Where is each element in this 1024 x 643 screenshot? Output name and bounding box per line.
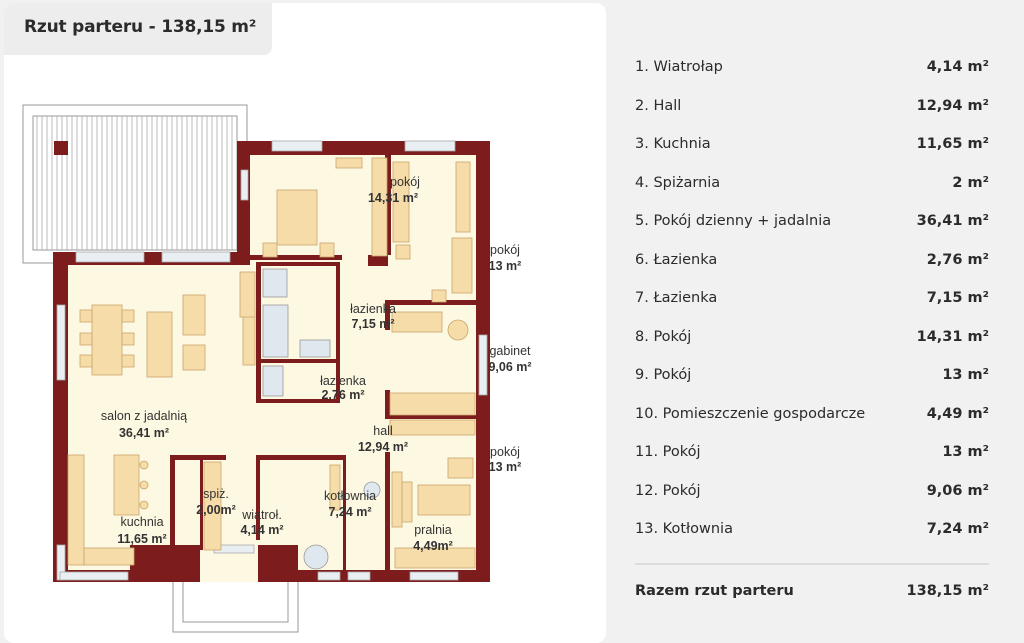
list-item: 1. Wiatrołap 4,14 m² — [635, 48, 989, 87]
list-item: 4. Spiżarnia 2 m² — [635, 164, 989, 203]
floor-plan-card: pokój 14,31 m² pokój 13 m² łazienka 7,15… — [4, 3, 606, 643]
room-name: gabinet — [489, 344, 531, 358]
room-value: 2,76 m² — [926, 251, 989, 268]
room-name: kuchnia — [120, 515, 163, 529]
room-label: 8. Pokój — [635, 328, 692, 345]
page-title: Rzut parteru - 138,15 m² — [24, 17, 257, 37]
room-name: pokój — [390, 175, 420, 189]
list-item: 12. Pokój 9,06 m² — [635, 472, 989, 511]
room-name: salon z jadalnią — [101, 409, 187, 423]
list-item: 11. Pokój 13 m² — [635, 433, 989, 472]
list-item: 7. Łazienka 7,15 m² — [635, 279, 989, 318]
room-value: 4,14 m² — [926, 59, 989, 76]
room-labels: pokój 14,31 m² pokój 13 m² łazienka 7,15… — [101, 175, 532, 553]
list-item: 3. Kuchnia 11,65 m² — [635, 125, 989, 164]
room-area: 14,31 m² — [368, 191, 418, 205]
room-label: 12. Pokój — [635, 482, 701, 499]
room-value: 14,31 m² — [916, 328, 989, 345]
room-area: 13 m² — [489, 259, 522, 273]
room-area-list: 1. Wiatrołap 4,14 m² 2. Hall 12,94 m² 3. K… — [635, 48, 989, 549]
room-label: 13. Kotłownia — [635, 521, 733, 538]
terrace — [22, 104, 248, 264]
house — [53, 140, 490, 582]
room-label: 1. Wiatrołap — [635, 59, 723, 76]
room-value: 13 m² — [942, 444, 989, 461]
list-item: 10. Pomieszczenie gospodarcze 4,49 m² — [635, 395, 989, 434]
room-label: 5. Pokój dzienny + jadalnia — [635, 213, 832, 230]
total-row: Razem rzut parteru 138,15 m² — [635, 583, 989, 599]
room-label: 3. Kuchnia — [635, 136, 711, 153]
list-item: 13. Kotłownia 7,24 m² — [635, 510, 989, 549]
room-name: spiż. — [203, 487, 229, 501]
room-value: 9,06 m² — [926, 482, 989, 499]
room-value: 11,65 m² — [916, 136, 989, 153]
room-value: 2 m² — [952, 174, 989, 191]
room-name: pralnia — [414, 523, 452, 537]
room-area: 13 m² — [489, 460, 522, 474]
room-area: 7,15 m² — [351, 317, 394, 331]
list-item: 9. Pokój 13 m² — [635, 356, 989, 395]
room-area: 7,24 m² — [328, 505, 371, 519]
furniture — [67, 157, 476, 569]
room-name: łazienka — [350, 302, 396, 316]
room-name: łazienka — [320, 374, 366, 388]
room-area: 2,76 m² — [321, 388, 364, 402]
room-label: 10. Pomieszczenie gospodarcze — [635, 405, 866, 422]
room-value: 7,15 m² — [926, 290, 989, 307]
room-name: pokój — [490, 445, 520, 459]
total-label: Razem rzut parteru — [635, 583, 794, 599]
room-name: pokój — [490, 243, 520, 257]
room-name: wiatroł. — [241, 508, 282, 522]
room-label: 2. Hall — [635, 97, 682, 114]
room-value: 13 m² — [942, 367, 989, 384]
room-label: 4. Spiżarnia — [635, 174, 721, 191]
room-label: 11. Pokój — [635, 444, 701, 461]
room-name: hall — [373, 424, 392, 438]
room-area: 36,41 m² — [119, 426, 169, 440]
room-label: 7. Łazienka — [635, 290, 718, 307]
list-item: 5. Pokój dzienny + jadalnia 36,41 m² — [635, 202, 989, 241]
list-item: 6. Łazienka 2,76 m² — [635, 241, 989, 280]
room-value: 36,41 m² — [916, 213, 989, 230]
room-area: 2,00m² — [196, 503, 236, 517]
floor-plan-drawing: pokój 14,31 m² pokój 13 m² łazienka 7,15… — [22, 104, 532, 633]
room-name: kotłownia — [324, 489, 376, 503]
total-value: 138,15 m² — [906, 583, 989, 599]
list-item: 8. Pokój 14,31 m² — [635, 318, 989, 357]
divider — [635, 563, 989, 565]
room-area: 4,14 m² — [240, 523, 283, 537]
room-area: 11,65 m² — [117, 532, 166, 546]
room-label: 6. Łazienka — [635, 251, 718, 268]
room-value: 4,49 m² — [926, 405, 989, 422]
room-area: 9,06 m² — [488, 360, 531, 374]
list-item: 2. Hall 12,94 m² — [635, 87, 989, 126]
room-area: 12,94 m² — [358, 440, 408, 454]
room-area: 4,49m² — [413, 539, 453, 553]
room-label: 9. Pokój — [635, 367, 692, 384]
room-value: 12,94 m² — [916, 97, 989, 114]
plan-title-tab: Rzut parteru - 138,15 m² — [4, 3, 272, 55]
room-value: 7,24 m² — [926, 521, 989, 538]
